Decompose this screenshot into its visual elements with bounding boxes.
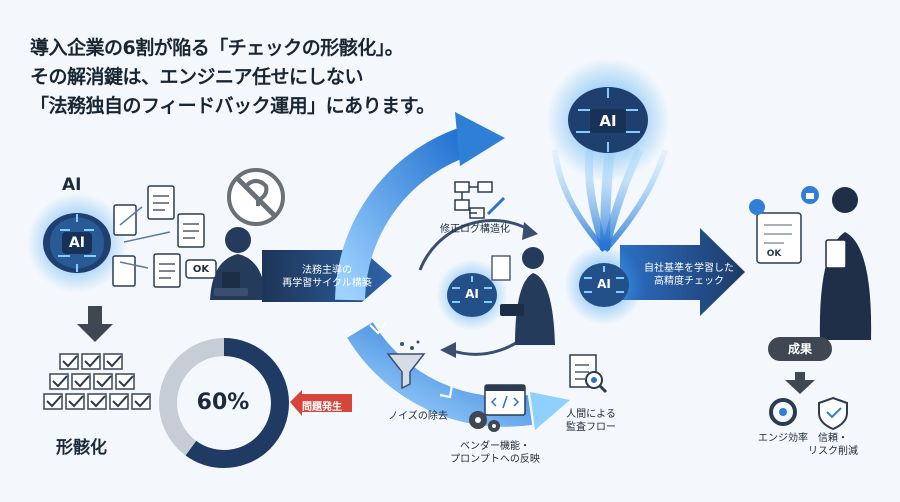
step-vendor-label: ベンダー機能・ プロンプトへの反映: [440, 440, 550, 466]
cycle-arrow-label-line-2: 再学習サイクル構築: [282, 278, 372, 289]
no-question-icon: [227, 168, 285, 226]
output-arrow-label: 自社基準を学習した 高精度チェック: [634, 262, 744, 288]
step-vendor-label-line-1: ベンダー機能・: [460, 441, 530, 452]
donut-value-arc: [159, 338, 289, 468]
output-ok-label: OK: [766, 249, 782, 259]
output-ai-brain-icon: [564, 245, 644, 325]
cycle-inner-arc: [418, 218, 542, 358]
top-ai-brain-icon: [546, 58, 670, 182]
result-trust-label-line-2: リスク削減: [808, 446, 858, 457]
analyst-woman-icon: [500, 247, 555, 345]
ok-stamp-label: OK: [192, 264, 210, 275]
down-arrow-icon: [77, 306, 113, 342]
document-small-icon: [491, 255, 511, 281]
cycle-arrow-label-line-1: 法務主導の: [302, 265, 352, 276]
audit-magnifier-icon: [569, 354, 608, 394]
code-window-icon: [484, 384, 526, 416]
donut-percent-label: 60%: [196, 390, 250, 415]
result-trust-label-line-1: 信頼・: [818, 433, 848, 444]
flowchart-icon: [454, 181, 506, 219]
output-arrow-label-line-1: 自社基準を学習した: [644, 263, 734, 274]
step-audit-label-line-1: 人間による: [566, 409, 616, 420]
step-audit-label: 人間による 監査フロー: [556, 408, 626, 434]
efficiency-gear-icon: [769, 398, 797, 426]
output-arrow-label-line-2: 高精度チェック: [654, 276, 724, 287]
stamping-worker-icon: [210, 227, 266, 300]
output-arrow: [620, 228, 745, 316]
step-noise-label: ノイズの除去: [388, 411, 448, 422]
thumbs-up-icon: [801, 186, 819, 204]
step-vendor-label-line-2: プロンプトへの反映: [450, 454, 540, 465]
center-ai-label: AI: [465, 287, 479, 301]
document-stack-icon: [112, 185, 205, 288]
donut-chart: [159, 338, 289, 468]
result-trust-label: 信頼・ リスク削減: [803, 432, 863, 458]
headline: 導入企業の6割が陥る「チェックの形骸化」。 その解消鍵は、エンジニア任せにしない…: [30, 34, 435, 121]
step-log-label: 修正ログ構造化: [440, 224, 510, 235]
result-down-arrow-icon: [785, 372, 815, 394]
gear-icon: [469, 411, 500, 432]
headline-line-3: 「法務独自のフィードバック運用」にあります。: [30, 95, 435, 117]
step-audit-label-line-2: 監査フロー: [566, 422, 616, 433]
cycle-arrow-label: 法務主導の 再学習サイクル構築: [272, 264, 382, 290]
center-ai-brain-icon: [436, 259, 508, 331]
top-ai-label: AI: [599, 112, 617, 130]
funnel-icon: [386, 340, 426, 390]
problem-label: 問題発生: [302, 402, 342, 413]
trust-shield-icon: [818, 396, 848, 431]
left-ai-brain-label: AI: [68, 235, 86, 251]
left-ai-brain-icon: [27, 193, 127, 293]
checkbox-grid-icon: [43, 353, 151, 410]
headline-line-2: その解消鍵は、エンジニア任せにしない: [30, 66, 364, 88]
ok-stamp-icon: [185, 259, 217, 279]
problem-arrow: [290, 390, 352, 416]
result-efficiency-label: エンジ効率: [758, 433, 808, 444]
flow-arrows: [119, 206, 171, 269]
manager-woman-icon: [819, 187, 872, 340]
formalization-label: 形骸化: [56, 438, 107, 458]
left-ai-title: AI: [62, 175, 82, 195]
checklist-board-icon: [749, 199, 802, 264]
output-ai-label: AI: [597, 277, 611, 291]
results-badge: 成果: [768, 337, 832, 361]
headline-line-1: 導入企業の6割が陥る「チェックの形骸化」。: [30, 37, 404, 59]
